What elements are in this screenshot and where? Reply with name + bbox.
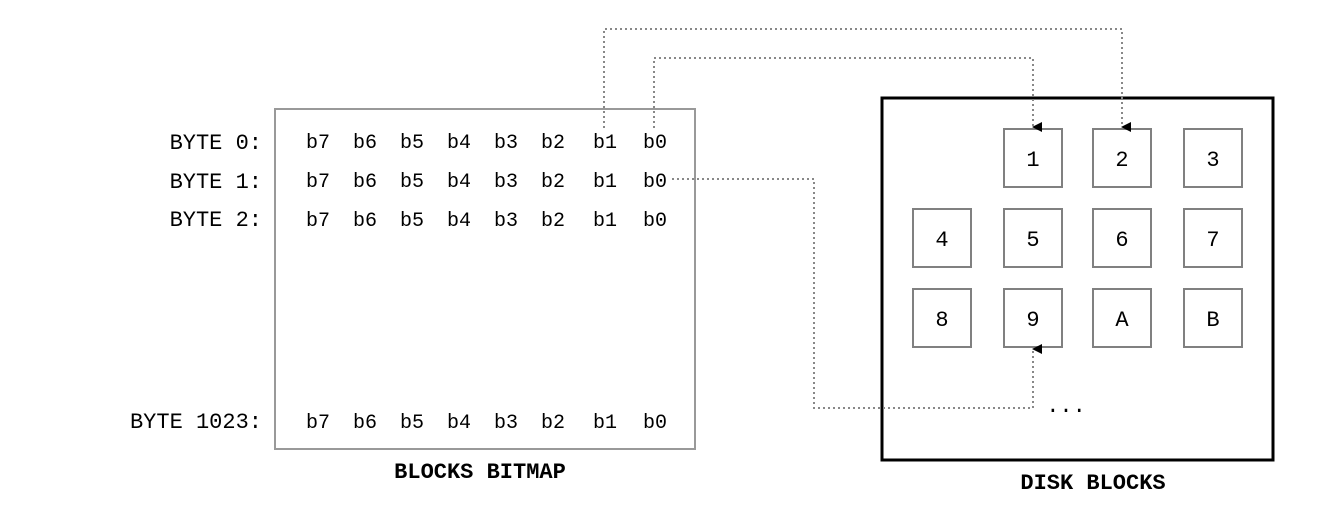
bit-row-byte-2: b7 b6 b5 b4 b3 b2 b1 b0: [306, 210, 667, 233]
svg-text:7: 7: [1206, 228, 1219, 253]
svg-text:3: 3: [1206, 148, 1219, 173]
disk-block-9: 9: [1003, 288, 1063, 348]
bit-cell: b1: [593, 132, 617, 155]
disk-caption: DISK BLOCKS: [1020, 471, 1165, 496]
bit-cell: b0: [643, 210, 667, 233]
bit-cell: b5: [400, 210, 424, 233]
bit-cell: b1: [593, 412, 617, 435]
bitmap-frame: [274, 108, 696, 450]
bit-cell: b1: [593, 210, 617, 233]
bit-cell: b0: [643, 412, 667, 435]
bit-cell: b5: [400, 171, 424, 194]
bit-cell: b4: [447, 210, 471, 233]
disk-block-a: A: [1092, 288, 1152, 348]
bit-cell: b2: [541, 210, 565, 233]
svg-text:9: 9: [1026, 308, 1039, 333]
svg-text:8: 8: [935, 308, 948, 333]
connector-b0-to-block-1: [653, 57, 1042, 132]
bit-cell: b6: [353, 132, 377, 155]
svg-text:6: 6: [1115, 228, 1128, 253]
svg-text:2: 2: [1115, 148, 1128, 173]
bit-row-byte-1023: b7 b6 b5 b4 b3 b2 b1 b0: [306, 412, 667, 435]
connector-byte1-b0-to-block-9: [672, 178, 1042, 409]
disk-block-2: 2: [1092, 128, 1152, 188]
row-label-byte-0: BYTE 0:: [170, 131, 262, 156]
svg-text:4: 4: [935, 228, 948, 253]
bit-cell: b4: [447, 412, 471, 435]
svg-text:1: 1: [1026, 148, 1039, 173]
bit-row-byte-0: b7 b6 b5 b4 b3 b2 b1 b0: [306, 132, 667, 155]
disk-block-1: 1: [1003, 128, 1063, 188]
bit-cell: b2: [541, 412, 565, 435]
bit-cell: b7: [306, 210, 330, 233]
bit-cell: b4: [447, 132, 471, 155]
bitmap-caption: BLOCKS BITMAP: [394, 460, 566, 485]
disk-block-4: 4: [912, 208, 972, 268]
bit-cell: b3: [494, 132, 518, 155]
bit-cell: b3: [494, 171, 518, 194]
bit-cell: b5: [400, 412, 424, 435]
bit-cell: b2: [541, 132, 565, 155]
row-label-byte-1: BYTE 1:: [170, 170, 262, 195]
bit-cell: b6: [353, 210, 377, 233]
bit-cell: b7: [306, 132, 330, 155]
disk-block-8: 8: [912, 288, 972, 348]
bit-cell: b7: [306, 171, 330, 194]
disk-block-b: B: [1183, 288, 1243, 348]
bit-cell: b0: [643, 171, 667, 194]
bit-cell: b7: [306, 412, 330, 435]
bit-cell: b2: [541, 171, 565, 194]
connector-b1-to-block-2: [603, 28, 1131, 132]
disk-frame: [880, 96, 1275, 462]
disk-block-3: 3: [1183, 128, 1243, 188]
row-label-byte-1023: BYTE 1023:: [130, 410, 262, 435]
disk-block-7: 7: [1183, 208, 1243, 268]
disk-block-5: 5: [1003, 208, 1063, 268]
bit-cell: b6: [353, 171, 377, 194]
svg-text:A: A: [1115, 308, 1129, 333]
bit-cell: b1: [593, 171, 617, 194]
bit-cell: b3: [494, 412, 518, 435]
bit-cell: b3: [494, 210, 518, 233]
svg-text:B: B: [1206, 308, 1219, 333]
bit-cell: b6: [353, 412, 377, 435]
bit-cell: b5: [400, 132, 424, 155]
bit-cell: b0: [643, 132, 667, 155]
bit-cell: b4: [447, 171, 471, 194]
bit-row-byte-1: b7 b6 b5 b4 b3 b2 b1 b0: [306, 171, 667, 194]
disk-ellipsis: ...: [1046, 394, 1086, 419]
row-label-byte-2: BYTE 2:: [170, 208, 262, 233]
svg-text:5: 5: [1026, 228, 1039, 253]
disk-block-6: 6: [1092, 208, 1152, 268]
